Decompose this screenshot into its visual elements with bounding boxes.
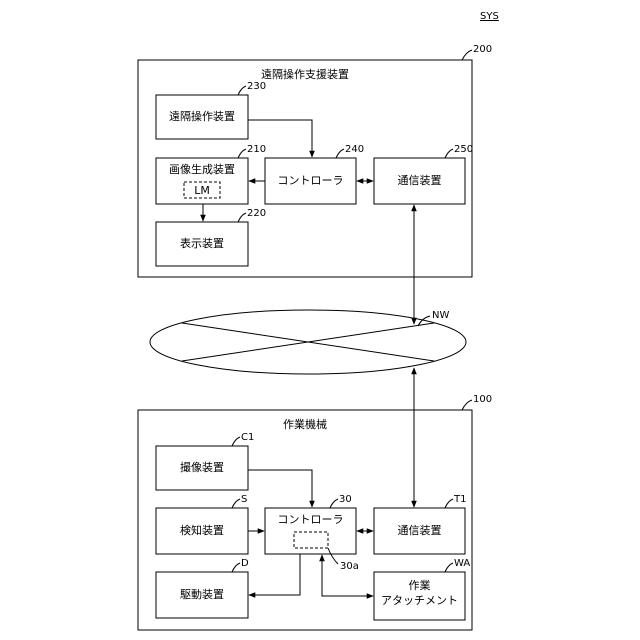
display-device-label: 表示装置 bbox=[156, 222, 248, 266]
drive-device-ref: D bbox=[241, 557, 249, 570]
arrow-30-to-d bbox=[249, 554, 300, 595]
image-generation-ref: 210 bbox=[247, 143, 266, 156]
communication-t1-ref: T1 bbox=[454, 493, 466, 506]
display-device-ref: 220 bbox=[247, 207, 266, 220]
controller-30a-ref: 30a bbox=[340, 560, 359, 573]
controller-30-ref: 30 bbox=[339, 493, 352, 506]
support-system-title: 遠隔操作支援装置 bbox=[138, 68, 472, 81]
communication-250-label: 通信装置 bbox=[374, 158, 465, 204]
controller-30-label: コントローラ bbox=[265, 513, 356, 526]
remote-operation-ref: 230 bbox=[247, 80, 266, 93]
support-system-ref: 200 bbox=[473, 43, 492, 56]
controller-240-ref: 240 bbox=[345, 143, 364, 156]
work-machine-title: 作業機械 bbox=[138, 418, 472, 431]
work-attachment-label-line1: 作業 bbox=[374, 579, 465, 592]
controller-240-label: コントローラ bbox=[265, 158, 356, 204]
work-attachment-label-line2: アタッチメント bbox=[374, 594, 465, 607]
imaging-device-label: 撮像装置 bbox=[156, 446, 248, 490]
imaging-device-ref: C1 bbox=[241, 431, 254, 444]
remote-operation-label: 遠隔操作装置 bbox=[156, 95, 248, 139]
communication-250-ref: 250 bbox=[454, 143, 473, 156]
drive-device-label: 駆動装置 bbox=[156, 572, 248, 618]
arrow-c1-to-30 bbox=[248, 470, 312, 507]
lm-label: LM bbox=[184, 184, 220, 197]
image-generation-label: 画像生成装置 bbox=[156, 163, 248, 176]
sys-label: SYS bbox=[480, 10, 499, 23]
detection-device-label: 検知装置 bbox=[156, 508, 248, 554]
detection-device-ref: S bbox=[241, 493, 247, 506]
work-machine-ref: 100 bbox=[473, 393, 492, 406]
network-ref: NW bbox=[432, 309, 449, 322]
communication-t1-label: 通信装置 bbox=[374, 508, 465, 554]
work-attachment-ref: WA bbox=[454, 557, 470, 570]
